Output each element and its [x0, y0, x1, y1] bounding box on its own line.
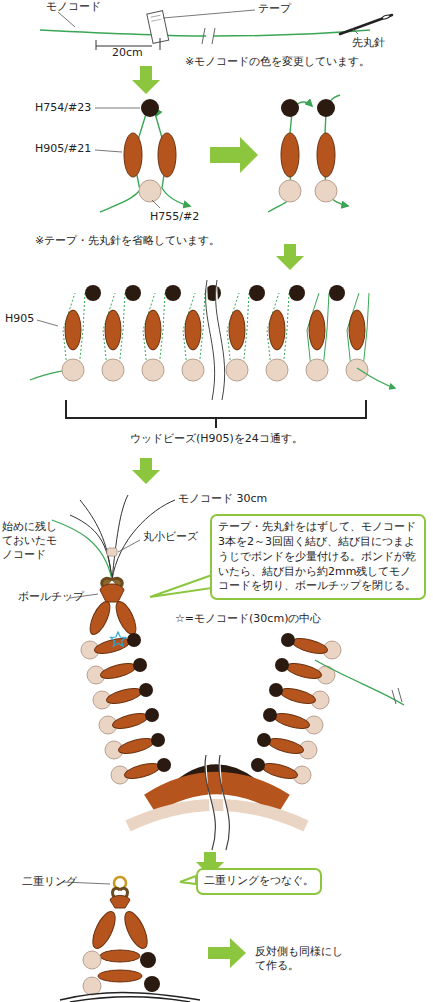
bead-shape [143, 293, 165, 368]
bead-shape [349, 310, 365, 350]
note-label: モノコード 30cm [178, 492, 267, 506]
note-label: 丸小ビーズ [143, 530, 198, 544]
bead-shape [267, 736, 305, 757]
bead-shape [257, 733, 271, 747]
bead-shape [165, 285, 181, 301]
note-label: H754/#23 [35, 101, 91, 115]
bead-shape [279, 686, 317, 707]
bead-shape [263, 708, 277, 722]
bead-shape [62, 359, 84, 381]
bead-shape [275, 658, 289, 672]
bead-shape [269, 683, 283, 697]
bead-shape [151, 733, 165, 747]
bead-shape [267, 293, 289, 368]
bead-shape [266, 359, 288, 381]
bead-shape [269, 310, 285, 350]
bead-shape [273, 711, 311, 732]
bead-shape [102, 359, 124, 381]
bead-shape [112, 599, 140, 638]
bead-shape [86, 599, 114, 638]
note-label: H905 [5, 312, 34, 326]
bead-shape [65, 310, 81, 350]
note-label: モノコード [46, 0, 101, 14]
callout-box: テープ・先丸針をはずして、モノコード3本を2～3回固く結び、結び目につまようじで… [210, 514, 426, 600]
bead-shape [103, 293, 125, 368]
bead-shape [251, 758, 265, 772]
bead-shape [185, 310, 201, 350]
note-label: 反対側も同様にして作る。 [255, 945, 347, 973]
note-label: 20cm [112, 46, 143, 60]
note-label: 二重リング [22, 875, 77, 889]
bead-shape [133, 658, 147, 672]
bead-shape [329, 285, 345, 301]
bead-shape [145, 708, 159, 722]
bead-shape [307, 293, 329, 368]
bead-shape [182, 359, 204, 381]
bead-shape [227, 293, 249, 368]
callout-text: テープ・先丸針をはずして、モノコード3本を2～3回固く結び、結び目につまようじで… [218, 520, 418, 594]
bead-shape [123, 761, 161, 782]
bead-shape [347, 293, 369, 368]
bead-shape [291, 636, 329, 657]
bead-shape [105, 310, 121, 350]
bead-shape [306, 359, 328, 381]
bead-shape [63, 293, 85, 368]
note-label: ※モノコードの色を変更しています。 [185, 55, 370, 69]
bead-shape [85, 285, 101, 301]
bead-shape [157, 758, 171, 772]
bead-shape [289, 285, 305, 301]
bead-shape [226, 359, 248, 381]
bead-shape [183, 293, 205, 368]
note-label: H755/#2 [150, 210, 199, 224]
bead-shape [309, 310, 325, 350]
bead-shape [105, 686, 143, 707]
callout-box: 二重リングをつなぐ。 [196, 868, 322, 895]
note-label: H905/#21 [35, 142, 91, 156]
callout-text: 二重リングをつなぐ。 [204, 874, 314, 889]
note-label: ボールチップ [18, 590, 84, 604]
note-label: テープ [258, 2, 291, 16]
bead-shape [127, 633, 141, 647]
note-label: ウッドビーズ(H905)を24コ通す。 [130, 432, 303, 446]
note-label: 始めに残しておいたモノコード [2, 520, 64, 561]
note-label: 先丸針 [352, 36, 385, 50]
bead-shape [117, 736, 155, 757]
bead-shape [99, 661, 137, 682]
bead-shape [357, 368, 395, 388]
bead-shape [285, 661, 323, 682]
bead-shape [281, 633, 295, 647]
bead-shape [139, 683, 153, 697]
bead-shape [229, 310, 245, 350]
bead-shape [142, 359, 164, 381]
bead-shape [145, 310, 161, 350]
bead-shape [111, 711, 149, 732]
note-label: ☆=モノコード(30cm)の中心 [175, 612, 321, 626]
bead-shape [261, 761, 299, 782]
bead-shape [125, 285, 141, 301]
bead-shape [346, 359, 368, 381]
note-label: ※テープ・先丸針を省略しています。 [35, 234, 220, 248]
bead-shape [249, 285, 265, 301]
